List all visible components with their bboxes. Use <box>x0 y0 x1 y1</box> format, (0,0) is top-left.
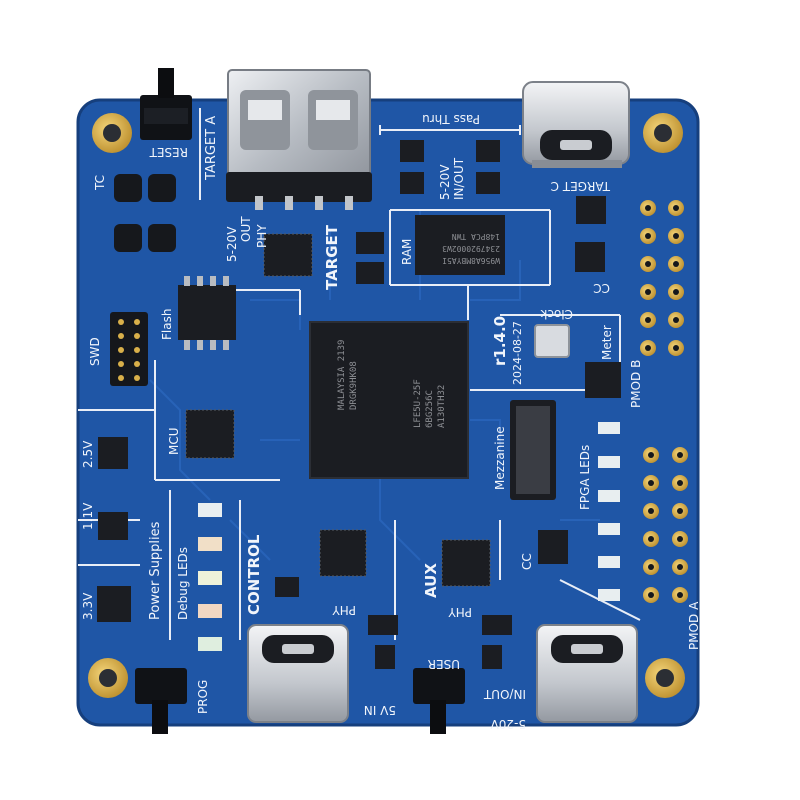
label-ram: RAM <box>400 239 414 265</box>
label-3-3v: 3.3V <box>81 592 95 620</box>
label-1-1v: 1.1V <box>81 502 95 530</box>
mounting-hole-icon <box>643 113 683 153</box>
label-5-20v-bottom: 5-20V <box>490 717 526 731</box>
usb-a-connector-target-a[interactable] <box>226 69 372 210</box>
fpga-marking-5: DRGK9HK08 <box>349 361 359 410</box>
label-pass-thru: Pass Thru <box>422 112 480 126</box>
label-flash: Flash <box>160 309 174 340</box>
label-2-5v: 2.5V <box>81 440 95 468</box>
fpga-marking-1: LFE5U-25F <box>413 379 423 428</box>
label-5-20v-out: 5-20V <box>225 226 239 262</box>
phy-chip-left <box>319 529 367 577</box>
ram-marking-1: W956A8MBYA5I <box>442 256 500 265</box>
label-version: r1.4.0 <box>491 316 509 366</box>
label-reset: RESET <box>149 145 188 159</box>
label-target: TARGET <box>323 224 341 290</box>
ram-chip <box>415 215 505 275</box>
mezzanine-connector <box>516 406 550 494</box>
mounting-hole-icon <box>88 658 128 698</box>
fpga-marking-4: MALAYSIA 2139 <box>337 340 347 410</box>
debug-leds <box>198 503 222 651</box>
ram-marking-2: 2347920002W3 <box>442 244 500 253</box>
label-target-a: TARGET A <box>204 116 219 181</box>
fpga-leds <box>598 422 620 601</box>
label-swd: SWD <box>88 337 102 366</box>
label-tc: TC <box>93 175 107 191</box>
label-pmod-b: PMOD B <box>629 360 643 408</box>
tc-footprint <box>114 174 176 252</box>
usb-c-connector-control[interactable] <box>247 624 349 723</box>
label-phy-top: PHY <box>255 224 269 248</box>
label-cc-bottom: CC <box>520 553 534 570</box>
label-date: 2024-08-27 <box>511 321 524 385</box>
clock-crystal <box>534 324 570 358</box>
label-phy-right: PHY <box>448 605 472 619</box>
label-in-out-bottom: IN/OUT <box>483 687 526 701</box>
label-cc-top: CC <box>593 281 610 295</box>
label-control: CONTROL <box>245 534 263 615</box>
label-5-20v-inout: 5-20V <box>438 164 452 200</box>
phy-chip-top <box>263 233 313 277</box>
label-pmod-a: PMOD A <box>687 601 701 650</box>
silkscreen-lines <box>78 108 641 640</box>
label-power-supplies: Power Supplies <box>148 521 163 620</box>
swd-header[interactable] <box>110 312 148 386</box>
label-meter: Meter <box>600 325 614 360</box>
fpga-marking-2: 6BG256C <box>425 390 435 428</box>
label-in-out: IN/OUT <box>452 157 466 200</box>
phy-chip-right <box>441 539 491 587</box>
label-debug-leds: Debug LEDs <box>176 547 190 620</box>
label-fpga-leds: FPGA LEDs <box>578 445 592 510</box>
reset-button[interactable] <box>140 68 192 140</box>
fpga-chip <box>309 321 469 479</box>
label-user: USER <box>428 657 460 671</box>
usb-c-connector-target-c[interactable] <box>522 81 630 168</box>
ram-marking-3: 148PCA TWN <box>452 232 500 241</box>
label-clock: Clock <box>540 307 573 321</box>
label-prog: PROG <box>196 680 210 714</box>
label-out: OUT <box>239 216 253 242</box>
label-5v-in: 5V IN <box>364 703 396 717</box>
label-mezzanine: Mezzanine <box>493 426 507 490</box>
flash-chip <box>178 276 236 350</box>
label-target-c: TARGET C <box>551 179 611 193</box>
label-phy-left: PHY <box>332 603 356 617</box>
mounting-hole-icon <box>92 113 132 153</box>
label-mcu: MCU <box>167 427 181 455</box>
mounting-hole-icon <box>645 658 685 698</box>
usb-c-connector-aux[interactable] <box>536 624 638 723</box>
label-aux: AUX <box>422 563 440 598</box>
prog-button[interactable] <box>135 668 187 734</box>
fpga-marking-3: A130TH32 <box>437 385 447 428</box>
user-button[interactable] <box>413 668 465 734</box>
mcu-chip <box>185 409 235 459</box>
